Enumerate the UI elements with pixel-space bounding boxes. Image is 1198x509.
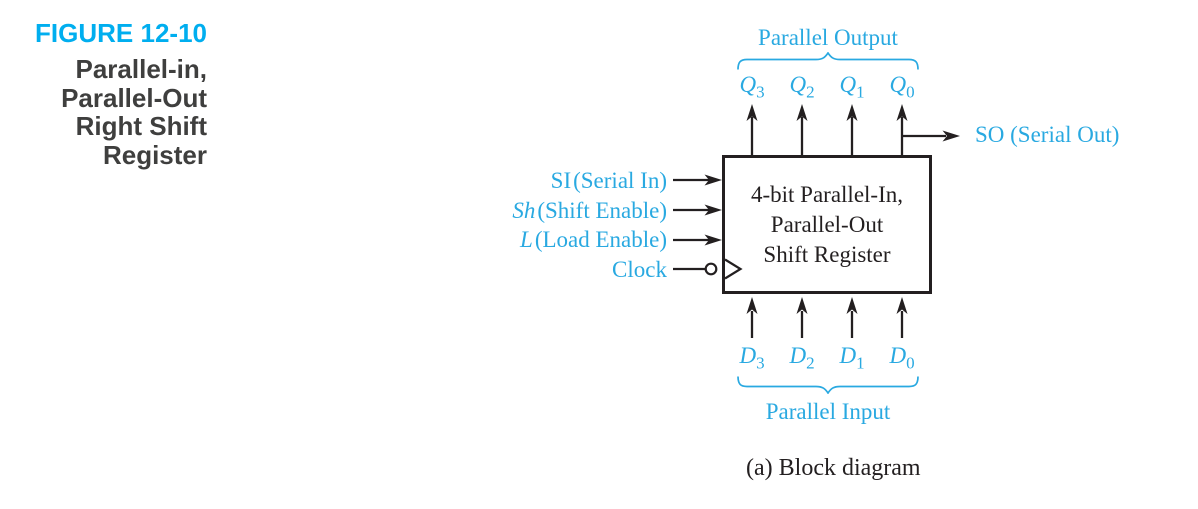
q2-label: Q2 bbox=[789, 72, 815, 102]
q1-output-arrow bbox=[846, 104, 858, 155]
q1-label: Q1 bbox=[839, 72, 865, 102]
clock-label: Clock bbox=[612, 257, 667, 282]
parallel-input-brace-icon bbox=[737, 376, 919, 394]
q3-output-arrow bbox=[746, 104, 758, 155]
parallel-output-label: Parallel Output bbox=[758, 25, 898, 50]
figure-title: Parallel-in, Parallel-Out Right Shift Re… bbox=[0, 55, 207, 169]
d0-label: D0 bbox=[889, 343, 915, 373]
serial-out-label: SO (Serial Out) bbox=[975, 122, 1120, 147]
figure-title-line: Parallel-Out bbox=[61, 82, 207, 113]
d1-label: D1 bbox=[839, 343, 865, 373]
subfigure-caption: (a) Block diagram bbox=[746, 455, 921, 481]
q0-label: Q0 bbox=[889, 72, 915, 102]
si-label: SI(Serial In) bbox=[550, 168, 667, 193]
figure-number: FIGURE 12-10 bbox=[35, 18, 207, 48]
figure-title-line: Register bbox=[102, 139, 207, 170]
d1-input-arrow bbox=[846, 297, 858, 338]
q0-output-arrow bbox=[896, 104, 908, 155]
sh-input-arrow bbox=[673, 204, 722, 216]
parallel-input-label: Parallel Input bbox=[765, 399, 891, 424]
q2-output-arrow bbox=[796, 104, 808, 155]
shift-register-block: 4-bit Parallel-In, Parallel-Out Shift Re… bbox=[722, 155, 932, 294]
figure-title-line: Parallel-in, bbox=[75, 54, 208, 84]
serial-out-arrow bbox=[902, 130, 960, 142]
d3-label: D3 bbox=[739, 343, 765, 373]
l-label: L(Load Enable) bbox=[520, 227, 667, 252]
d2-label: D2 bbox=[789, 343, 815, 373]
d0-input-arrow bbox=[896, 297, 908, 338]
figure-title-line: Right Shift bbox=[75, 111, 207, 141]
block-label-line: Shift Register bbox=[763, 241, 891, 267]
sh-label: Sh(Shift Enable) bbox=[512, 198, 667, 223]
q3-label: Q3 bbox=[739, 72, 765, 102]
block-label-line: 4-bit Parallel-In, bbox=[750, 181, 903, 207]
d2-input-arrow bbox=[796, 297, 808, 338]
parallel-output-brace-icon bbox=[737, 52, 919, 70]
l-input-arrow bbox=[673, 234, 722, 246]
clock-bubble-icon bbox=[704, 262, 718, 276]
si-input-arrow bbox=[673, 174, 722, 186]
d3-input-arrow bbox=[746, 297, 758, 338]
block-label-line: Parallel-Out bbox=[770, 211, 884, 237]
